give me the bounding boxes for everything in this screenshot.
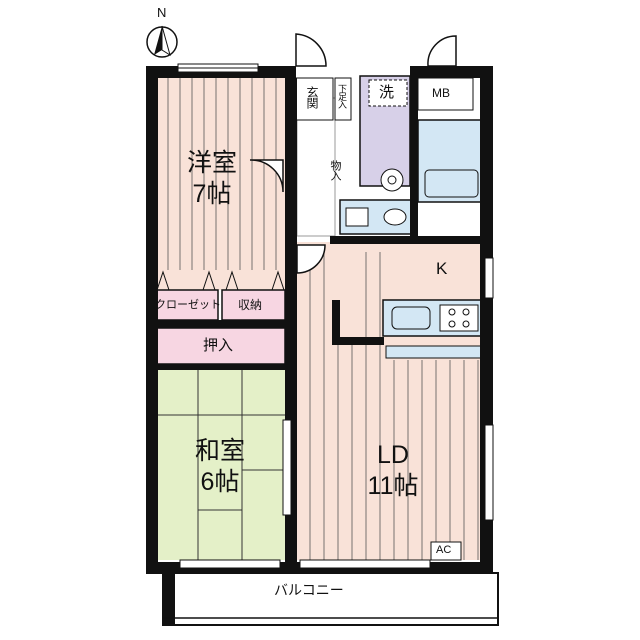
doors <box>249 33 457 274</box>
japanese-room-floor <box>157 370 285 560</box>
genkan-label: 玄関 <box>305 86 319 108</box>
toilet-area <box>339 199 413 235</box>
closet-area <box>152 270 286 321</box>
oshiire-label: 押入 <box>203 337 234 354</box>
north-label: N <box>157 5 167 20</box>
western-room-floor <box>157 78 285 290</box>
kitchen-label: K <box>436 259 448 278</box>
kitchen-counter <box>382 299 486 359</box>
genkan-area <box>294 77 334 121</box>
windows <box>177 63 494 569</box>
wash-area <box>359 75 411 192</box>
mb-label: MB <box>432 86 450 100</box>
japanese-room-name: 和室 <box>194 437 245 465</box>
ld-room-name: LD <box>377 441 409 469</box>
balcony-area <box>162 572 499 626</box>
monoire-label: 物入 <box>329 160 341 180</box>
western-room-label: 洋室 7帖 <box>172 148 252 211</box>
japanese-room-size: 6帖 <box>200 468 240 497</box>
wash-label: 洗 <box>379 84 395 101</box>
closet-label: クローゼット <box>155 299 221 311</box>
japanese-room-label: 和室 6帖 <box>180 436 260 499</box>
ld-room-size: 11帖 <box>367 472 419 501</box>
getabako-label: 下足入 <box>337 84 347 108</box>
getabako-area <box>334 77 352 121</box>
balcony-label: バルコニー <box>274 582 344 598</box>
western-room-name: 洋室 <box>186 149 237 177</box>
ac-unit <box>430 541 462 561</box>
bath-area <box>417 119 486 203</box>
ac-label: AC <box>436 544 452 556</box>
shuno-label: 収納 <box>238 298 263 312</box>
western-room-size: 7帖 <box>192 180 232 209</box>
ld-room-label: LD 11帖 <box>348 440 438 503</box>
ld-floor <box>297 242 485 560</box>
north-arrow-icon <box>146 25 178 58</box>
